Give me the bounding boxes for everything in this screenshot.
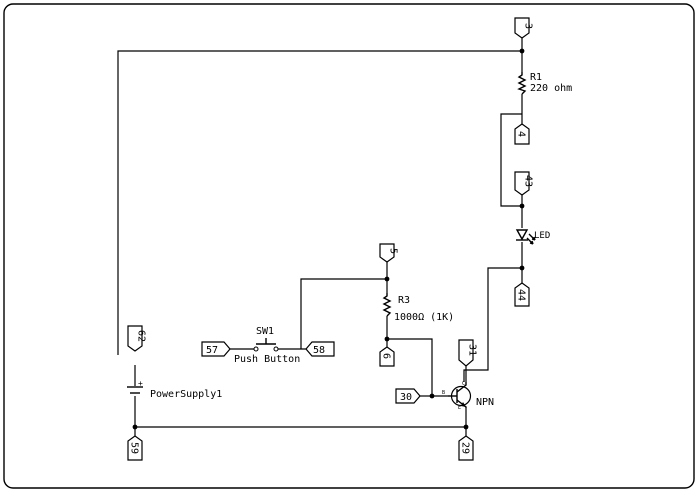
power-supply[interactable]: + PowerSupply1 [127, 379, 222, 400]
resistor-r1-value: 220 ohm [530, 83, 572, 94]
resistor-r3-zigzag [382, 293, 392, 317]
svg-text:43: 43 [523, 175, 534, 187]
transistor-collector [456, 382, 467, 393]
net-label-5[interactable]: 5 [379, 243, 399, 263]
junction-dot [132, 424, 138, 430]
svg-text:29: 29 [460, 442, 471, 454]
wire-top-rail [117, 50, 522, 355]
led-arrow-1 [526, 237, 534, 245]
junction-dot [429, 393, 435, 399]
switch-ref: SW1 [256, 326, 274, 337]
led-label: LED [534, 231, 550, 241]
resistor-r3-ref: R3 [398, 295, 410, 306]
net-label-57[interactable]: 57 [201, 341, 231, 357]
svg-text:3: 3 [523, 23, 534, 29]
junction-dot [384, 276, 390, 282]
svg-text:62: 62 [136, 330, 147, 342]
switch-value: Push Button [234, 354, 300, 365]
svg-text:57: 57 [206, 345, 218, 356]
junctions [132, 48, 525, 430]
transistor-pin-e: E [458, 405, 461, 411]
wires [117, 38, 523, 436]
transistor-emitter-arrow [461, 402, 466, 407]
net-label-4[interactable]: 4 [514, 123, 530, 145]
net-label-6[interactable]: 6 [379, 346, 395, 367]
resistor-r1[interactable]: R1 220 ohm [517, 72, 572, 95]
resistor-r1-zigzag [517, 72, 527, 95]
transistor-pin-c: C [462, 381, 465, 387]
transistor-pin-b: B [442, 390, 445, 396]
resistor-r3-value: 1000Ω (1K) [394, 312, 454, 323]
switch-contact-right [273, 346, 279, 352]
net-label-43[interactable]: 43 [514, 171, 534, 196]
switch-contact-left [253, 346, 259, 352]
svg-text:58: 58 [313, 345, 325, 356]
net-label-29[interactable]: 29 [458, 435, 474, 461]
net-label-30[interactable]: 30 [395, 388, 421, 404]
led-arrow-2 [528, 233, 536, 241]
net-label-3[interactable]: 3 [514, 17, 534, 39]
npn-transistor[interactable]: B C E NPN [442, 381, 494, 411]
net-label-31[interactable]: 31 [458, 339, 478, 367]
push-button-sw1[interactable]: SW1 Push Button [234, 326, 300, 365]
wire-r3-base [387, 338, 448, 397]
wire-led-collector [463, 267, 522, 382]
svg-text:6: 6 [381, 353, 392, 359]
svg-text:5: 5 [388, 248, 399, 254]
junction-dot [384, 336, 390, 342]
switch-actuator [256, 338, 276, 345]
led-triangle [515, 229, 529, 241]
junction-dot [519, 48, 525, 54]
svg-text:44: 44 [516, 289, 527, 301]
resistor-r1-ref: R1 [530, 72, 542, 83]
net-label-58[interactable]: 58 [305, 341, 335, 357]
sheet-border [3, 3, 695, 489]
junction-dot [519, 203, 525, 209]
wire-n4-loop [500, 113, 522, 207]
junction-dot [463, 424, 469, 430]
net-label-62[interactable]: 62 [127, 325, 147, 352]
resistor-r3[interactable]: R3 1000Ω (1K) [382, 293, 454, 323]
svg-text:31: 31 [467, 344, 478, 356]
net-label-44[interactable]: 44 [514, 282, 530, 307]
led[interactable]: LED [515, 229, 550, 245]
svg-text:30: 30 [400, 392, 412, 403]
transistor-label: NPN [476, 397, 494, 408]
svg-text:59: 59 [129, 442, 140, 454]
junction-dot [519, 265, 525, 271]
battery-plus: + [138, 379, 143, 388]
net-label-59[interactable]: 59 [127, 435, 143, 461]
svg-text:4: 4 [516, 131, 527, 137]
wire-n5-switch [300, 278, 387, 349]
power-supply-label: PowerSupply1 [150, 389, 222, 400]
